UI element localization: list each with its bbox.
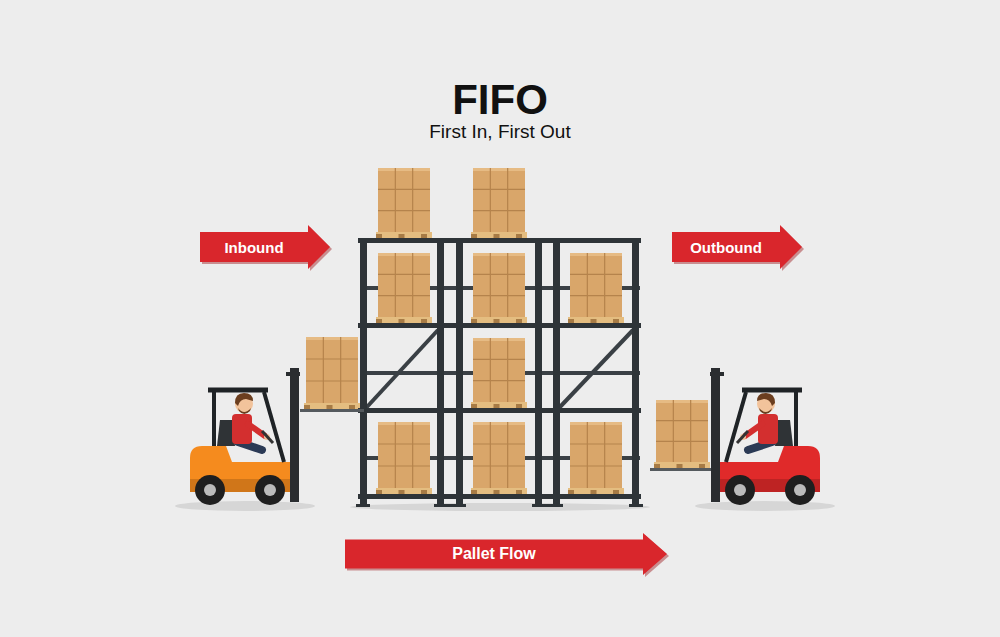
pallet-load bbox=[568, 422, 624, 494]
forklift-forks bbox=[650, 468, 712, 471]
storage-rack bbox=[356, 238, 643, 507]
arrow-body bbox=[345, 533, 667, 575]
pallet-load bbox=[471, 253, 527, 323]
arrow-label: Pallet Flow bbox=[345, 540, 643, 569]
arrow-body bbox=[200, 225, 330, 269]
flow-arrow: Inbound bbox=[200, 225, 330, 269]
pallet-load bbox=[568, 253, 624, 323]
pallet-load bbox=[654, 400, 710, 468]
forklift-forks bbox=[300, 409, 364, 412]
pallet-load bbox=[471, 168, 527, 238]
arrow-label: Inbound bbox=[200, 232, 308, 262]
pallet-load bbox=[471, 422, 527, 494]
flow-arrow: Outbound bbox=[672, 225, 802, 269]
arrow-body bbox=[672, 225, 802, 269]
ground-shadow bbox=[175, 501, 315, 511]
pallet-load bbox=[304, 337, 360, 409]
pallet-load bbox=[376, 253, 432, 323]
red-forklift bbox=[710, 368, 820, 505]
diagram-title: FIFO bbox=[0, 76, 1000, 124]
ground-shadow bbox=[350, 503, 650, 511]
orange-forklift bbox=[190, 368, 300, 505]
flow-arrow: Pallet Flow bbox=[345, 533, 667, 575]
pallet-load bbox=[376, 168, 432, 238]
arrow-label: Outbound bbox=[672, 232, 780, 262]
subtitle: First In, First Out bbox=[0, 120, 1000, 144]
ground-shadow bbox=[695, 501, 835, 511]
pallet-load bbox=[376, 422, 432, 494]
pallet-load bbox=[471, 338, 527, 408]
